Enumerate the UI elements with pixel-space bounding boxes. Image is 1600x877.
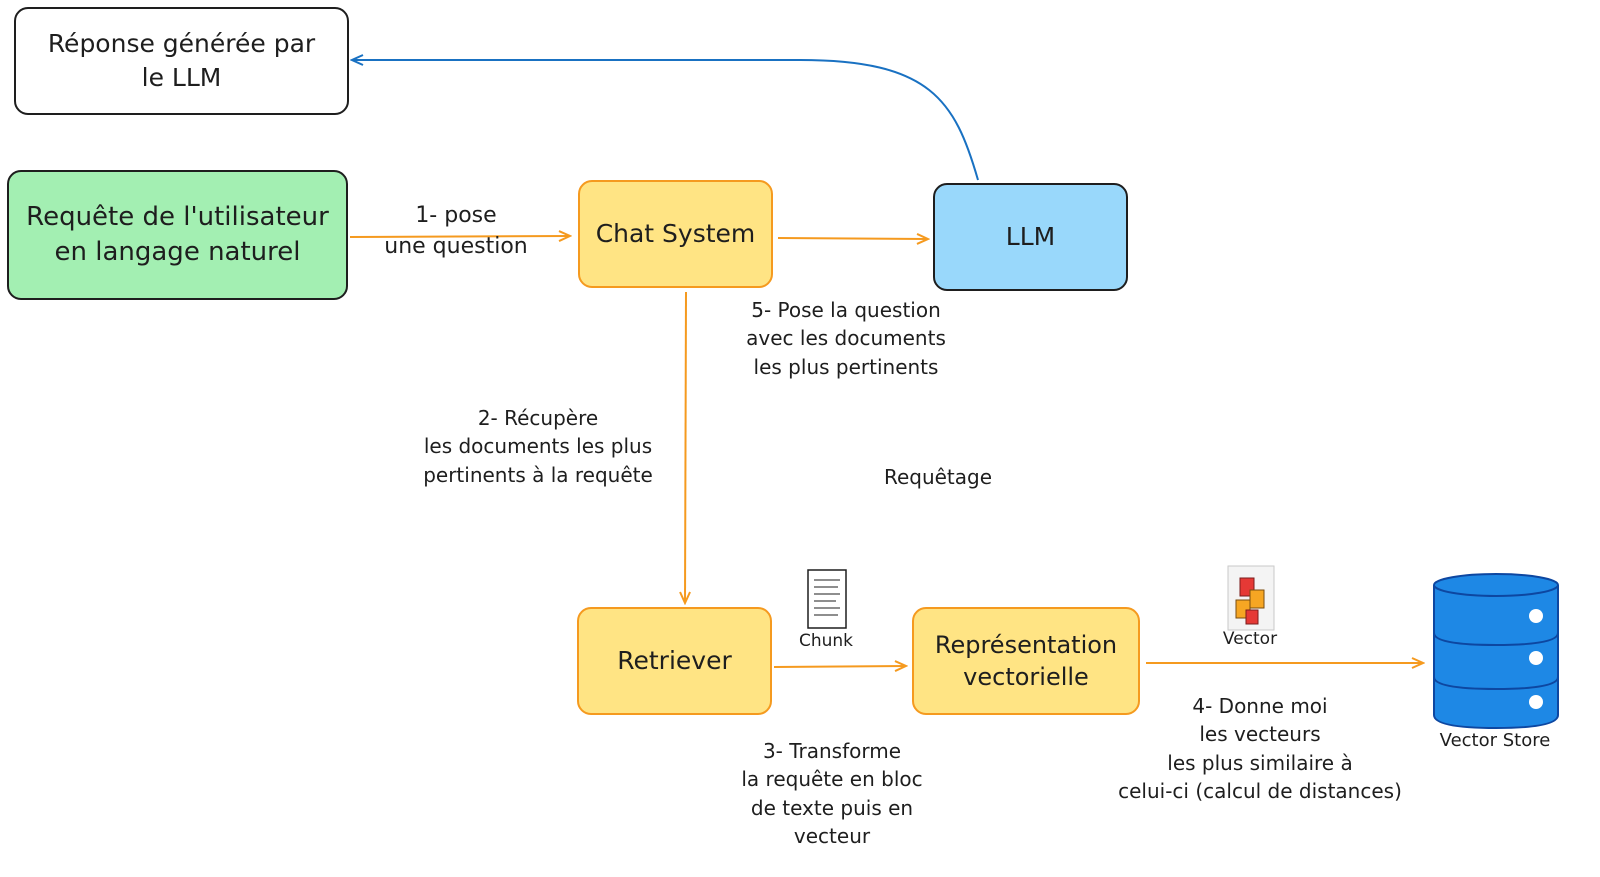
arrow-user-to-chat — [349, 236, 570, 237]
retriever-node: Retriever — [577, 607, 772, 715]
arrow-chat-to-retriever — [685, 291, 686, 603]
step2-label: 2- Récupère les documents les plus perti… — [423, 406, 653, 487]
user-query-label: Requête de l'utilisateur en langage natu… — [26, 201, 329, 267]
chunk-label: Chunk — [798, 631, 854, 651]
retriever-label: Retriever — [617, 646, 732, 676]
step5-label: 5- Pose la question avec les documents l… — [746, 298, 946, 379]
response-node: Réponse générée par le LLM — [14, 7, 349, 115]
arrow-retriever-to-vector — [773, 666, 906, 667]
chat-system-node: Chat System — [578, 180, 773, 288]
vector-store-label: Vector Store — [1439, 730, 1551, 751]
step1-label: 1- pose une question — [384, 203, 528, 260]
querying-label: Requêtage — [883, 465, 993, 489]
arrow-chat-to-llm — [777, 238, 928, 239]
response-label: Réponse générée par le LLM — [47, 29, 316, 92]
llm-label: LLM — [1005, 222, 1056, 252]
vector-representation-label: Représentation vectorielle — [934, 630, 1118, 691]
vector-representation-node: Représentation vectorielle — [912, 607, 1140, 715]
step3-label: 3- Transforme la requête en bloc de text… — [741, 739, 923, 849]
chat-system-label: Chat System — [595, 219, 756, 249]
user-query-node: Requête de l'utilisateur en langage natu… — [7, 170, 348, 300]
llm-node: LLM — [933, 183, 1128, 291]
vector-label: Vector — [1222, 629, 1278, 649]
step4-label: 4- Donne moi les vecteurs les plus simil… — [1118, 694, 1402, 804]
arrow-llm-to-response — [352, 60, 979, 181]
